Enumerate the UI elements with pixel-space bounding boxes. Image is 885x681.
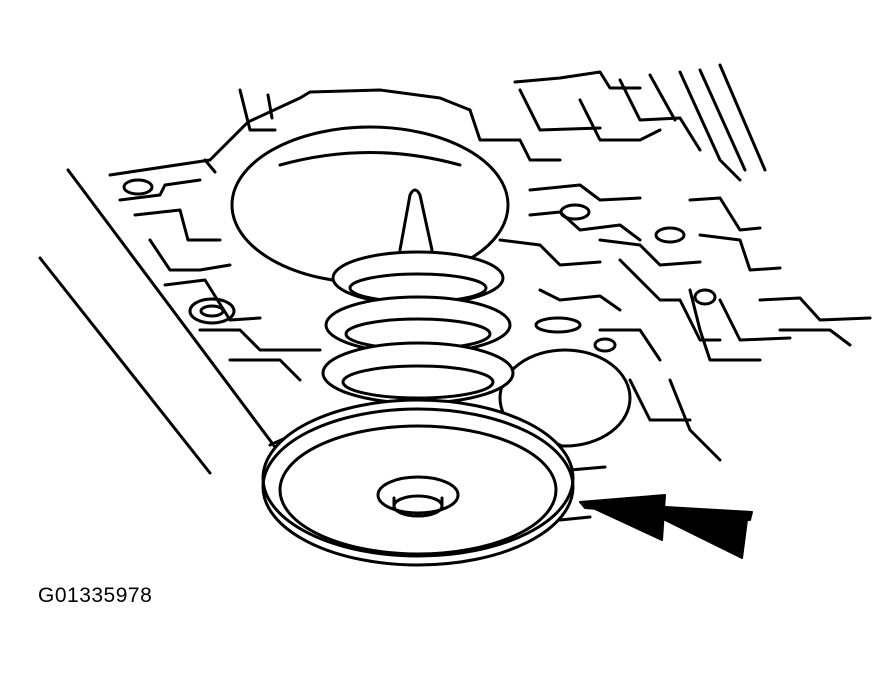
accumulator-spring bbox=[321, 250, 515, 405]
valve-body-outline bbox=[38, 70, 642, 475]
leader-line-upper bbox=[568, 465, 607, 472]
leader-line-lower bbox=[558, 515, 592, 522]
accumulator-piston bbox=[261, 398, 575, 567]
arrow-indicator-icon bbox=[579, 494, 753, 559]
valve-body-channels bbox=[118, 63, 872, 462]
bolt-holes bbox=[122, 178, 717, 353]
figure-code-label: G01335978 bbox=[38, 584, 153, 607]
